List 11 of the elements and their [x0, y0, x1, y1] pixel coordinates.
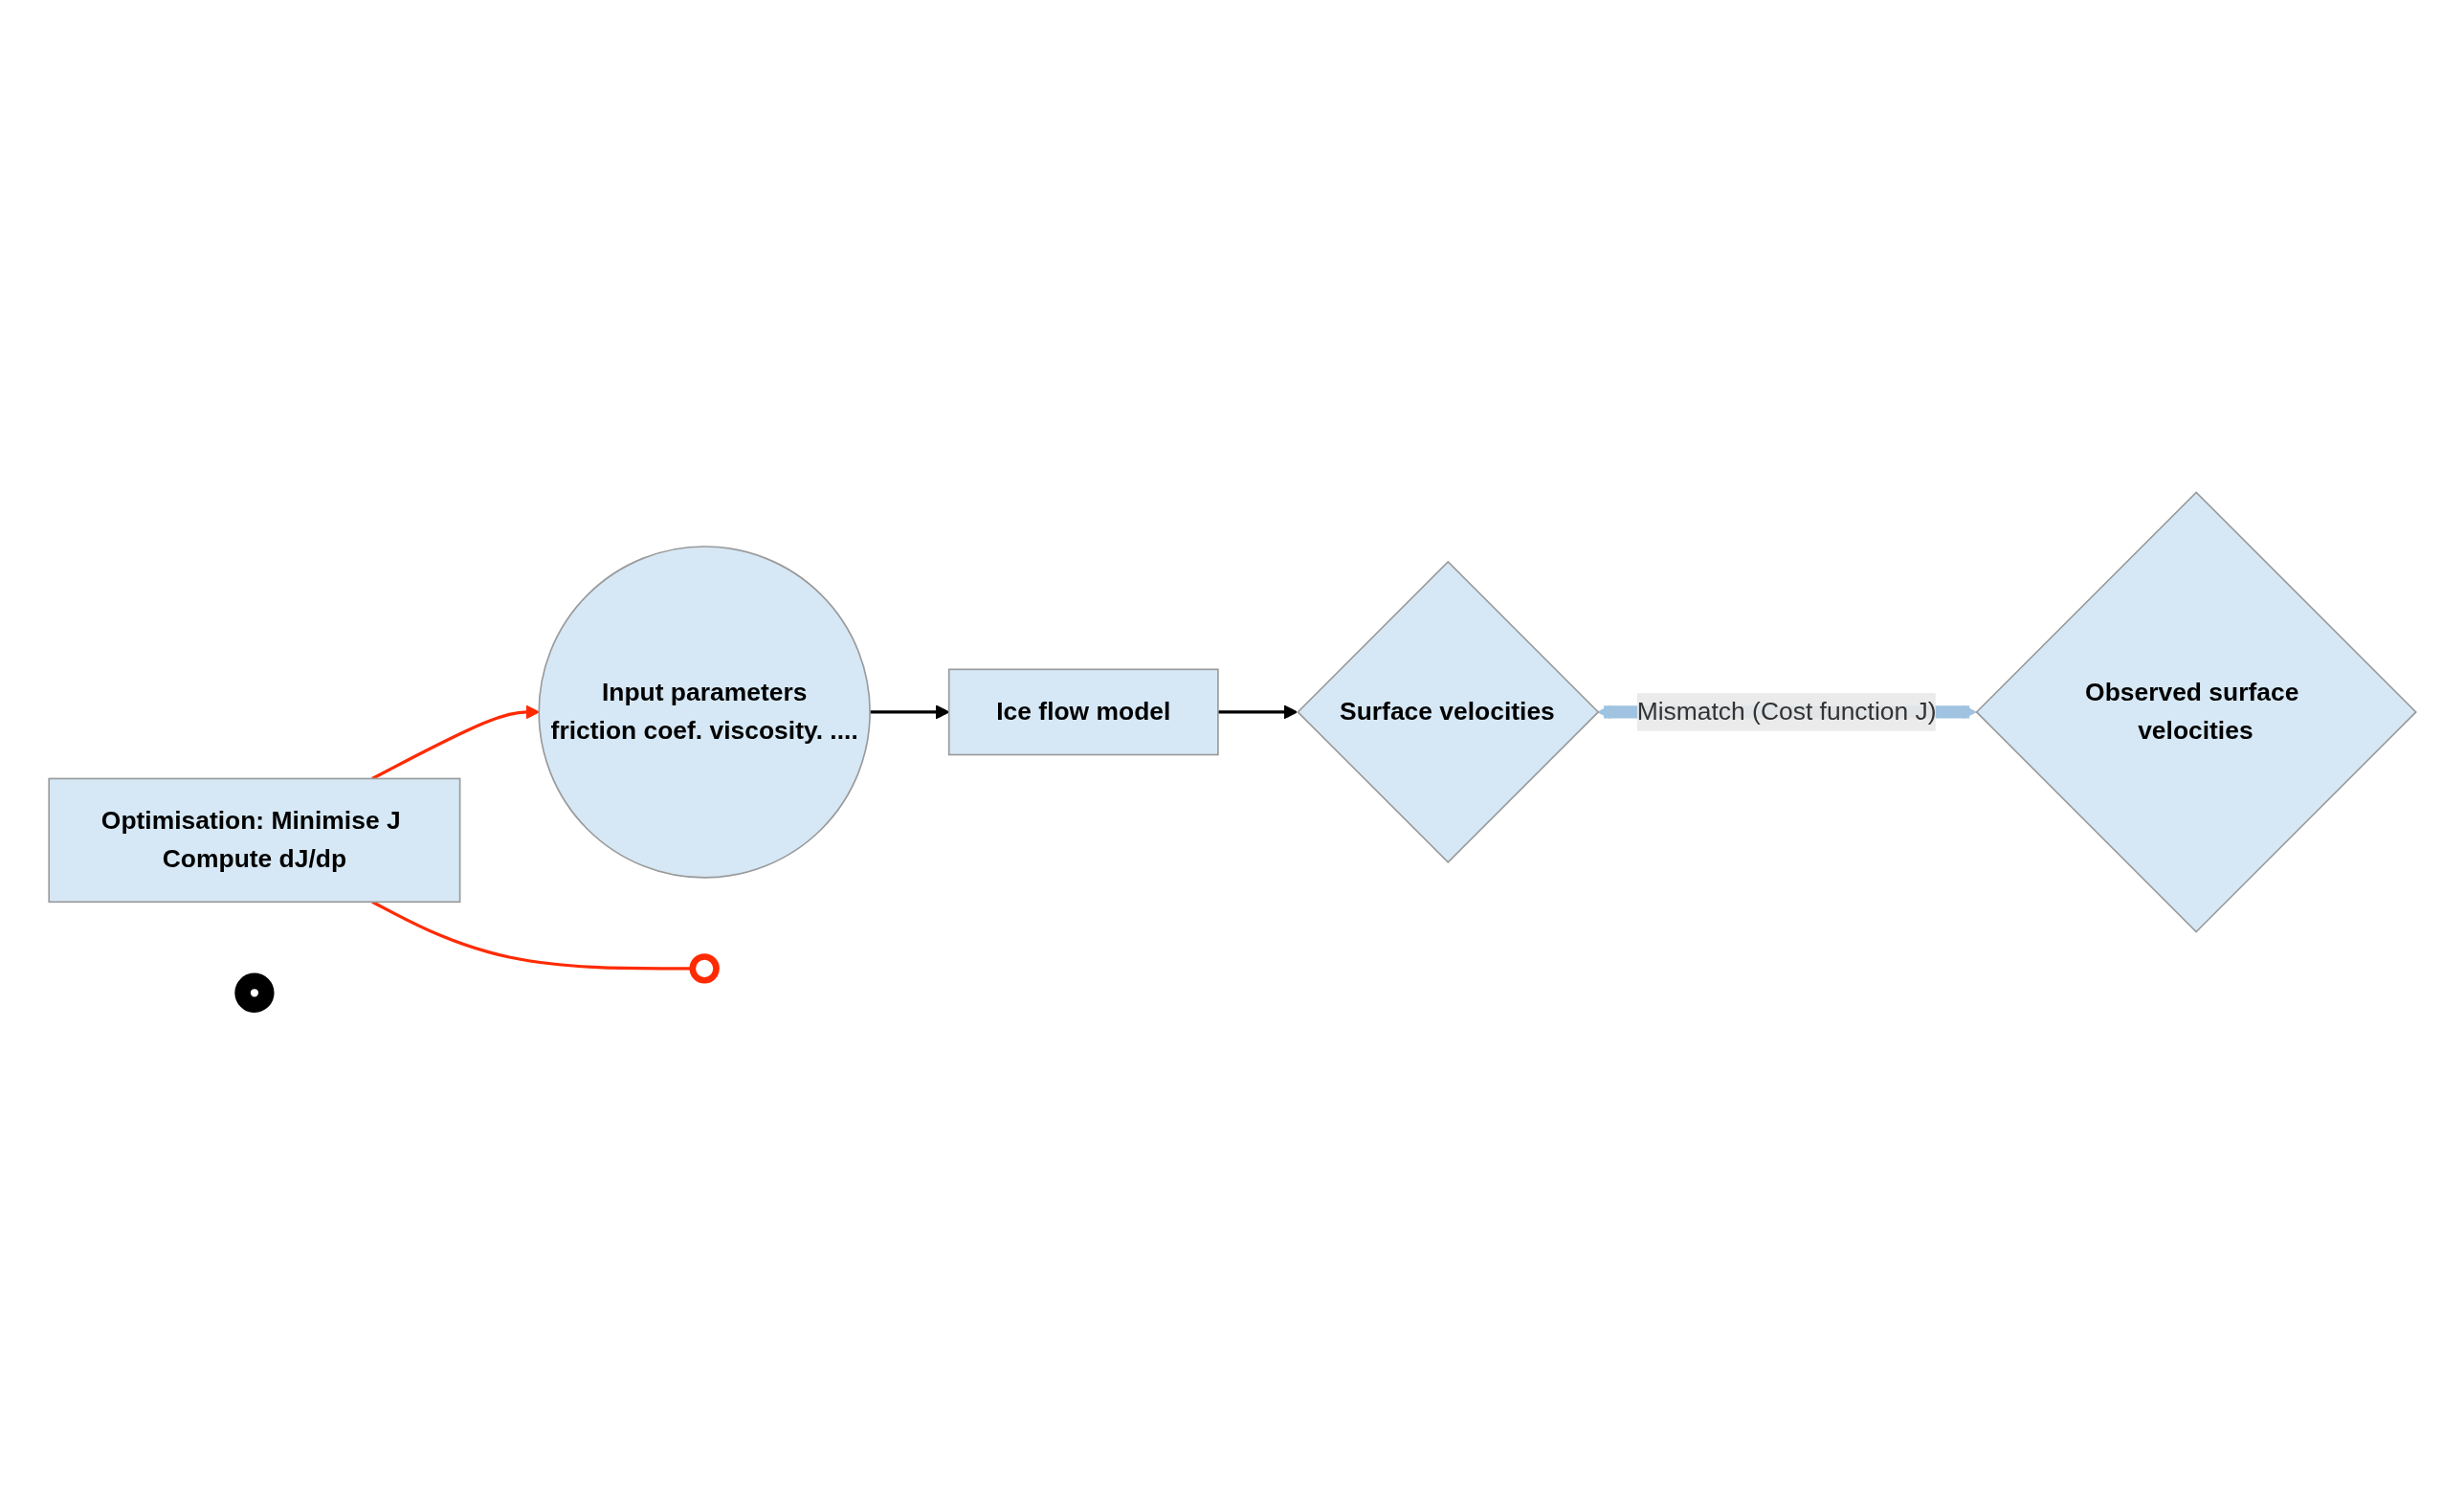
arrow [1217, 704, 1298, 720]
node-circle [233, 972, 275, 1013]
node-diamond: Observed surface velocities [1974, 491, 2417, 933]
edge-label: Mismatch (Cost function J) [1636, 698, 1937, 726]
arrow [370, 704, 540, 780]
node-diamond: Surface velocities [1296, 560, 1599, 864]
node-circle: Input parameters friction coef. viscosity. .... [537, 546, 871, 879]
arrow [869, 704, 949, 720]
node-box: Optimisation: Minimise J Compute dJ/dp [47, 777, 460, 904]
node-box: Ice flow model [947, 668, 1219, 756]
node-circle [688, 953, 720, 984]
